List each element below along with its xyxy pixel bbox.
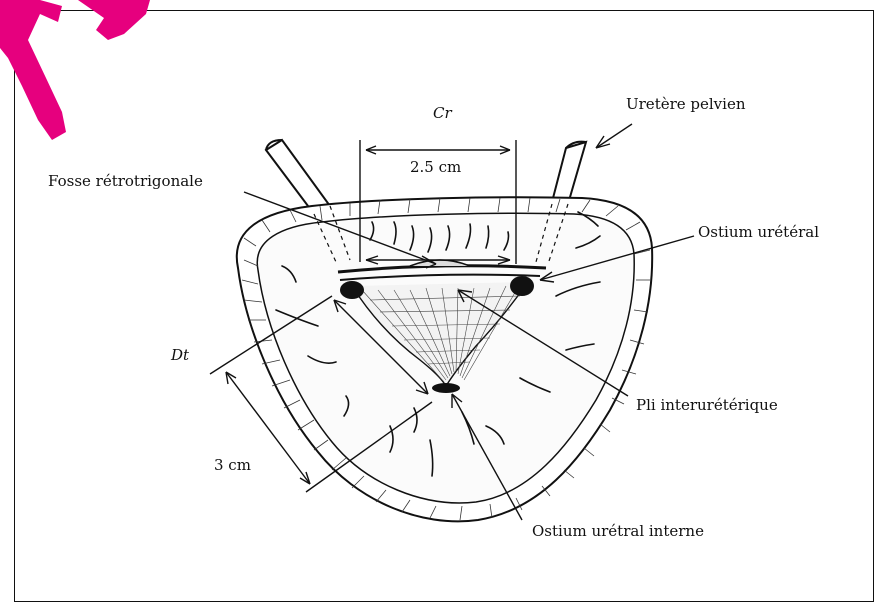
label-pli-interureterique: Pli interurétérique: [636, 396, 778, 414]
label-uretere-pelvien: Uretère pelvien: [626, 95, 746, 113]
watermark-logo: [0, 0, 150, 140]
ureter-right: [552, 142, 586, 204]
distance-side-label: 3 cm: [214, 456, 251, 474]
label-ostium-ureteral: Ostium urétéral: [698, 223, 819, 241]
cr-label: Cr: [433, 104, 452, 122]
ureteral-orifice-right: [510, 276, 534, 296]
leader-uretere: [596, 124, 632, 148]
ureteral-orifice-left: [340, 281, 364, 299]
label-fosse-retrotrigonale: Fosse rétrotrigonale: [48, 172, 203, 190]
label-ostium-uretral-interne: Ostium urétral interne: [532, 522, 704, 540]
ureter-left: [266, 140, 330, 214]
dt-label: Dt: [171, 346, 189, 364]
distance-top-label: 2.5 cm: [410, 158, 461, 176]
internal-urethral-orifice: [432, 383, 460, 393]
